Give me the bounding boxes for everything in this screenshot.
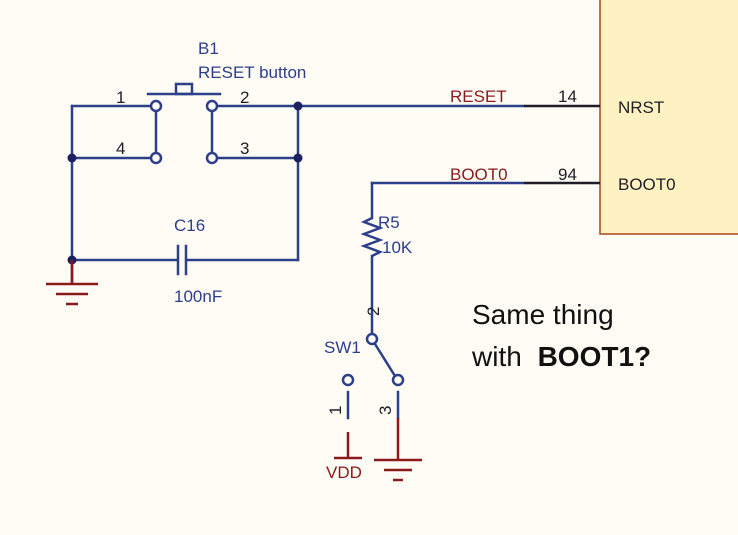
mcu-pin-name-nrst: NRST [618,98,664,117]
button-pin-4: 4 [116,139,125,158]
vdd-label: VDD [326,463,362,482]
mcu-pin-number-94: 94 [558,165,577,184]
vdd-symbol [334,432,362,460]
note-line-2-prefix: with [471,341,522,372]
wires [70,82,526,420]
mcu-pin-wires [524,104,600,185]
note-line-1: Same thing [472,299,614,330]
resistor-value: 10K [382,238,413,257]
switch-pin-3: 3 [376,406,395,415]
button-pin-3: 3 [240,139,249,158]
ground-symbol [46,260,98,306]
mcu-body [599,0,738,235]
switch-sw1 [341,332,405,387]
switch-pin-1: 1 [326,406,345,415]
net-label-reset: RESET [450,87,507,106]
button-designator: B1 [198,39,219,58]
mcu-pin-name-boot0: BOOT0 [618,175,676,194]
junction-dots [67,101,303,265]
button-pin-2: 2 [240,88,249,107]
capacitor-designator: C16 [174,216,205,235]
button-pin-1: 1 [116,88,125,107]
ground-symbol [374,418,422,482]
mcu-pin-number-14: 14 [558,87,577,106]
resistor-designator: R5 [378,213,400,232]
junction-dot [67,153,77,163]
button-contacts [149,99,219,165]
net-label-boot0: BOOT0 [450,165,508,184]
switch-designator: SW1 [324,338,361,357]
note-line-2-bold: BOOT1? [538,341,652,372]
note-line-2: with BOOT1? [471,341,651,372]
junction-dot [293,101,303,111]
resistor-zigzag [360,216,384,258]
junction-dot [293,153,303,163]
capacitor-value: 100nF [174,287,222,306]
button-description: RESET button [198,63,306,82]
switch-pin-2: 2 [364,307,383,316]
